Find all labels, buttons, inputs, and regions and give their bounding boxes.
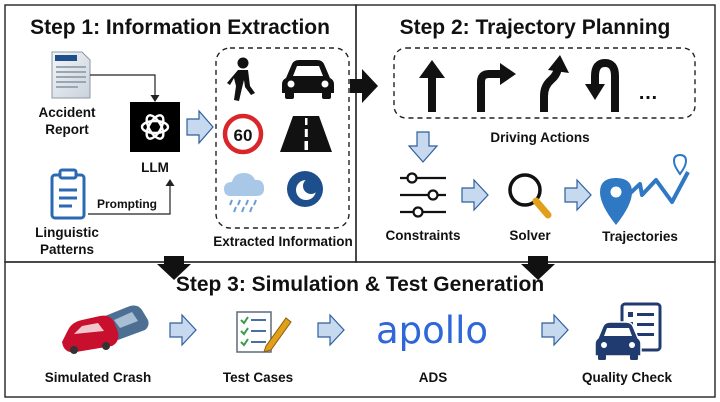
simulated-crash-icon bbox=[62, 305, 149, 354]
ads-label: ADS bbox=[419, 370, 448, 385]
extracted-information-label: Extracted Information bbox=[213, 234, 353, 249]
quality-check-label: Quality Check bbox=[582, 370, 673, 385]
step2-title: Step 2: Trajectory Planning bbox=[400, 16, 671, 39]
driving-actions-label: Driving Actions bbox=[490, 130, 589, 145]
straight-arrow-icon bbox=[419, 60, 445, 112]
simulated-crash-label: Simulated Crash bbox=[45, 370, 152, 385]
test-cases-checklist-icon bbox=[236, 311, 292, 353]
solver-magnifier-icon bbox=[508, 173, 552, 219]
test-cases-label: Test Cases bbox=[223, 370, 293, 385]
trajectories-label: Trajectories bbox=[602, 229, 678, 244]
extracted-information-box bbox=[215, 47, 350, 229]
apollo-logo: apollo bbox=[376, 309, 488, 352]
linguistic-patterns-label-line1: Linguistic bbox=[35, 225, 99, 240]
patterns-to-llm-connector bbox=[88, 179, 175, 215]
accident-report-label-line2: Report bbox=[45, 122, 89, 137]
car-icon bbox=[282, 60, 334, 99]
step1-to-step3-arrow bbox=[157, 256, 191, 280]
constraints-label: Constraints bbox=[385, 228, 460, 243]
clipboard-icon bbox=[50, 168, 86, 220]
llm-to-extraction-arrow bbox=[186, 109, 214, 145]
llm-icon bbox=[130, 102, 180, 152]
right-turn-icon bbox=[477, 63, 516, 112]
document-icon bbox=[51, 51, 91, 99]
road-icon bbox=[280, 116, 332, 152]
more-actions-ellipsis: … bbox=[638, 82, 658, 104]
lane-change-icon bbox=[540, 55, 569, 112]
constraints-to-solver-arrow bbox=[461, 178, 489, 212]
quality-check-icon bbox=[594, 302, 662, 360]
step3-title: Step 3: Simulation & Test Generation bbox=[176, 273, 544, 296]
llm-label: LLM bbox=[141, 160, 169, 175]
driving-actions-box bbox=[393, 47, 696, 119]
ads-to-quality-check-arrow bbox=[541, 313, 569, 347]
pedestrian-icon bbox=[227, 57, 255, 101]
accident-report-label-line1: Accident bbox=[38, 105, 96, 120]
speed-limit-value: 60 bbox=[234, 126, 253, 145]
test-cases-to-ads-arrow bbox=[317, 313, 345, 347]
actions-to-constraints-arrow bbox=[407, 131, 439, 163]
rain-cloud-icon bbox=[224, 173, 265, 213]
step1-to-step2-arrow bbox=[350, 69, 378, 103]
report-to-llm-connector bbox=[90, 74, 160, 102]
speed-limit-icon: 60 bbox=[222, 113, 264, 155]
trajectories-map-icon bbox=[600, 153, 690, 225]
step1-title: Step 1: Information Extraction bbox=[30, 16, 330, 39]
u-turn-icon bbox=[585, 58, 619, 112]
night-moon-icon bbox=[287, 171, 323, 207]
crash-to-test-cases-arrow bbox=[169, 313, 197, 347]
step2-to-step3-arrow bbox=[521, 256, 555, 280]
constraints-sliders-icon bbox=[400, 172, 446, 218]
solver-label: Solver bbox=[509, 228, 551, 243]
step3-panel bbox=[4, 261, 716, 398]
linguistic-patterns-label-line2: Patterns bbox=[40, 242, 94, 257]
solver-to-trajectories-arrow bbox=[564, 178, 592, 212]
prompting-label: Prompting bbox=[97, 197, 157, 211]
